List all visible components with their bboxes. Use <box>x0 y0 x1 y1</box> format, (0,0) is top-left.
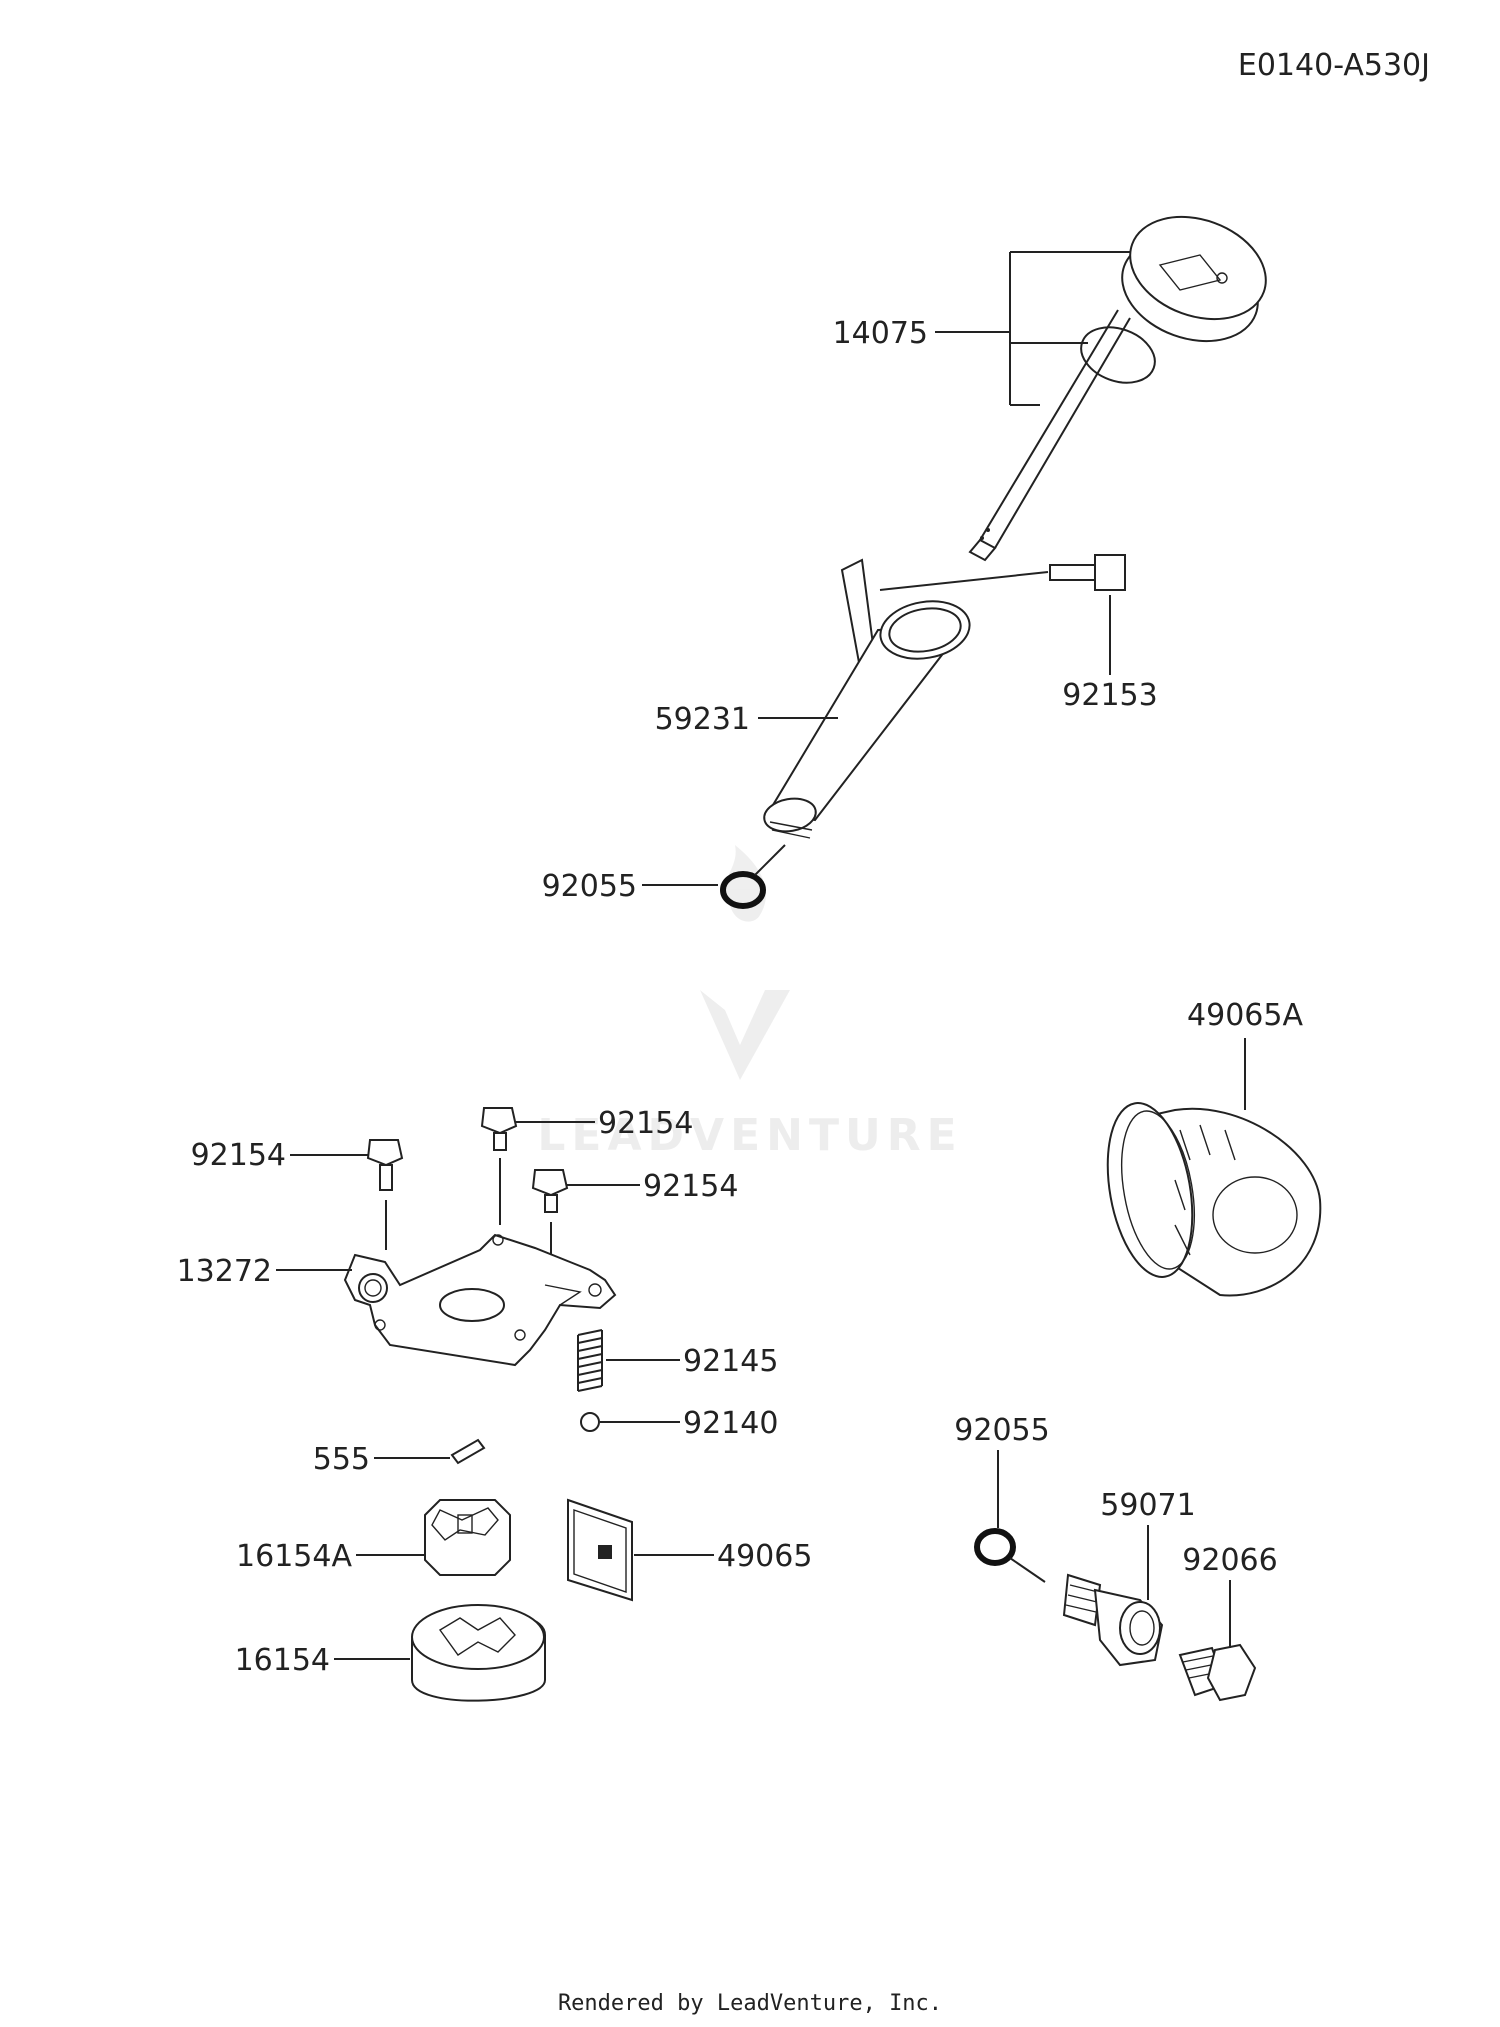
label-92055-bottom: 92055 <box>954 1413 1049 1448</box>
filler-tube-part <box>763 558 971 839</box>
callout-92055-bottom: 92055 <box>954 1413 1050 1528</box>
callout-555: 555 <box>313 1442 450 1477</box>
label-92153: 92153 <box>1062 678 1157 713</box>
label-92145: 92145 <box>683 1344 778 1379</box>
callout-92154-right: 92154 <box>567 1169 738 1204</box>
callout-49065: 49065 <box>634 1539 812 1574</box>
pump-cover-part <box>343 1233 617 1367</box>
label-16154: 16154 <box>235 1643 330 1678</box>
fitting-oring-part <box>974 1528 1046 1583</box>
label-16154A: 16154A <box>236 1539 352 1574</box>
screen-part <box>567 1498 633 1602</box>
callout-14075: 14075 <box>833 251 1130 406</box>
outer-rotor-part <box>411 1604 546 1702</box>
bolt-mid-part <box>480 1107 518 1225</box>
callout-59071: 59071 <box>1100 1488 1196 1600</box>
tube-oring-part <box>720 844 786 909</box>
callout-92154-mid: 92154 <box>516 1106 693 1141</box>
callout-59231: 59231 <box>655 702 838 737</box>
callout-92153: 92153 <box>1062 595 1158 713</box>
label-49065: 49065 <box>717 1539 812 1574</box>
callout-92145: 92145 <box>606 1344 778 1379</box>
label-14075: 14075 <box>833 316 928 351</box>
drawing-code: E0140-A530J <box>1238 48 1430 83</box>
label-92154-left: 92154 <box>191 1138 286 1173</box>
footer-credit: Rendered by LeadVenture, Inc. <box>558 1991 942 2016</box>
watermark-text: LEADVENTURE <box>537 1110 962 1161</box>
label-59071: 59071 <box>1100 1488 1195 1523</box>
tube-bolt-part <box>879 554 1126 591</box>
drain-plug-part <box>1178 1643 1257 1702</box>
callout-92154-left: 92154 <box>191 1138 368 1173</box>
label-92154-right: 92154 <box>643 1169 738 1204</box>
callout-49065A: 49065A <box>1187 998 1303 1110</box>
label-92154-mid: 92154 <box>598 1106 693 1141</box>
label-59231: 59231 <box>655 702 750 737</box>
callout-13272: 13272 <box>177 1254 352 1289</box>
callout-16154A: 16154A <box>236 1539 426 1574</box>
bolt-left-part <box>366 1139 404 1250</box>
callout-16154: 16154 <box>235 1643 410 1678</box>
dipstick-cap-part <box>968 215 1267 562</box>
relief-ball-part <box>580 1412 600 1432</box>
label-49065A: 49065A <box>1187 998 1303 1033</box>
pin-part <box>450 1438 486 1465</box>
oil-filter-part <box>1106 1102 1322 1297</box>
label-13272: 13272 <box>177 1254 272 1289</box>
label-555: 555 <box>313 1442 370 1477</box>
callout-92066: 92066 <box>1182 1543 1278 1648</box>
relief-spring-part <box>577 1329 603 1392</box>
label-92066: 92066 <box>1182 1543 1277 1578</box>
fitting-part <box>1062 1573 1164 1667</box>
label-92140: 92140 <box>683 1406 778 1441</box>
callout-92055-top: 92055 <box>542 869 718 904</box>
label-92055-top: 92055 <box>542 869 637 904</box>
inner-rotor-part <box>424 1499 511 1576</box>
callout-92140: 92140 <box>600 1406 778 1441</box>
